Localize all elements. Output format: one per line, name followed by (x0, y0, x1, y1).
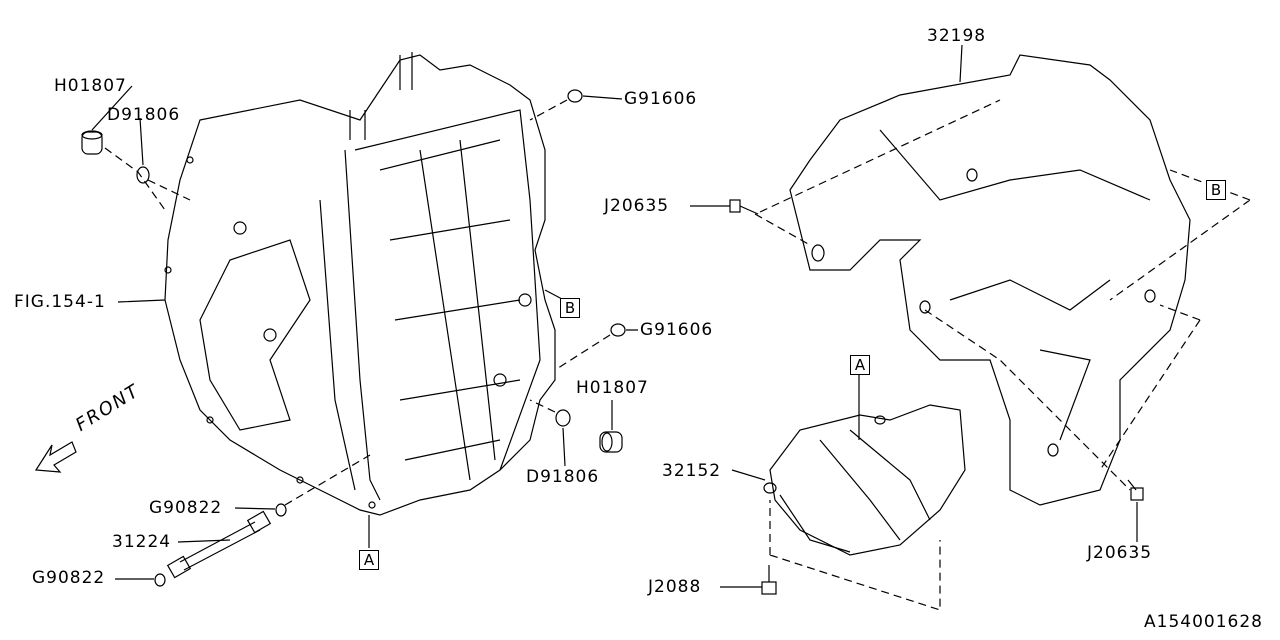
part-label-d91806[interactable]: D91806 (107, 105, 181, 125)
part-label-d91806[interactable]: D91806 (526, 467, 600, 487)
transmission-case-drawing (164, 52, 556, 516)
plug-h01807-right (599, 431, 623, 453)
part-label-g90822[interactable]: G90822 (32, 568, 106, 588)
part-label-g91606[interactable]: G91606 (624, 89, 698, 109)
part-label-h01807[interactable]: H01807 (54, 76, 127, 96)
bolt-j20635-right (1127, 479, 1144, 501)
bolt-j20635-left (729, 199, 759, 215)
washer-g90822-lower (154, 573, 166, 587)
part-label-31224[interactable]: 31224 (112, 532, 172, 552)
part-label-32152[interactable]: 32152 (662, 461, 722, 481)
part-label-32198[interactable]: 32198 (927, 26, 987, 46)
cover-32198-drawing (789, 54, 1191, 506)
diagram-id: A154001628 (1144, 612, 1263, 632)
part-label-j20635[interactable]: J20635 (604, 196, 670, 216)
marker-b-case: B (560, 298, 580, 318)
part-label-g90822[interactable]: G90822 (149, 498, 223, 518)
marker-b-cover: B (1206, 180, 1226, 200)
part-label-g91606[interactable]: G91606 (640, 320, 714, 340)
bolt-j2088 (761, 565, 777, 595)
washer-g91606-mid (610, 323, 626, 337)
washer-d91806-top (136, 166, 150, 184)
cover-32152-drawing (763, 404, 966, 556)
washer-d91806-right (555, 409, 571, 427)
figure-reference-label[interactable]: FIG.154-1 (14, 292, 106, 312)
front-arrow-icon (34, 441, 77, 473)
pipe-31224 (166, 510, 272, 579)
part-label-h01807[interactable]: H01807 (576, 378, 649, 398)
plug-h01807-top (81, 130, 103, 155)
marker-a-case: A (359, 550, 379, 570)
washer-g90822-upper (275, 503, 287, 517)
part-label-j20635[interactable]: J20635 (1087, 543, 1153, 563)
washer-g91606-top (567, 89, 583, 103)
part-label-j2088[interactable]: J2088 (648, 577, 702, 597)
marker-a-cover: A (850, 355, 870, 375)
